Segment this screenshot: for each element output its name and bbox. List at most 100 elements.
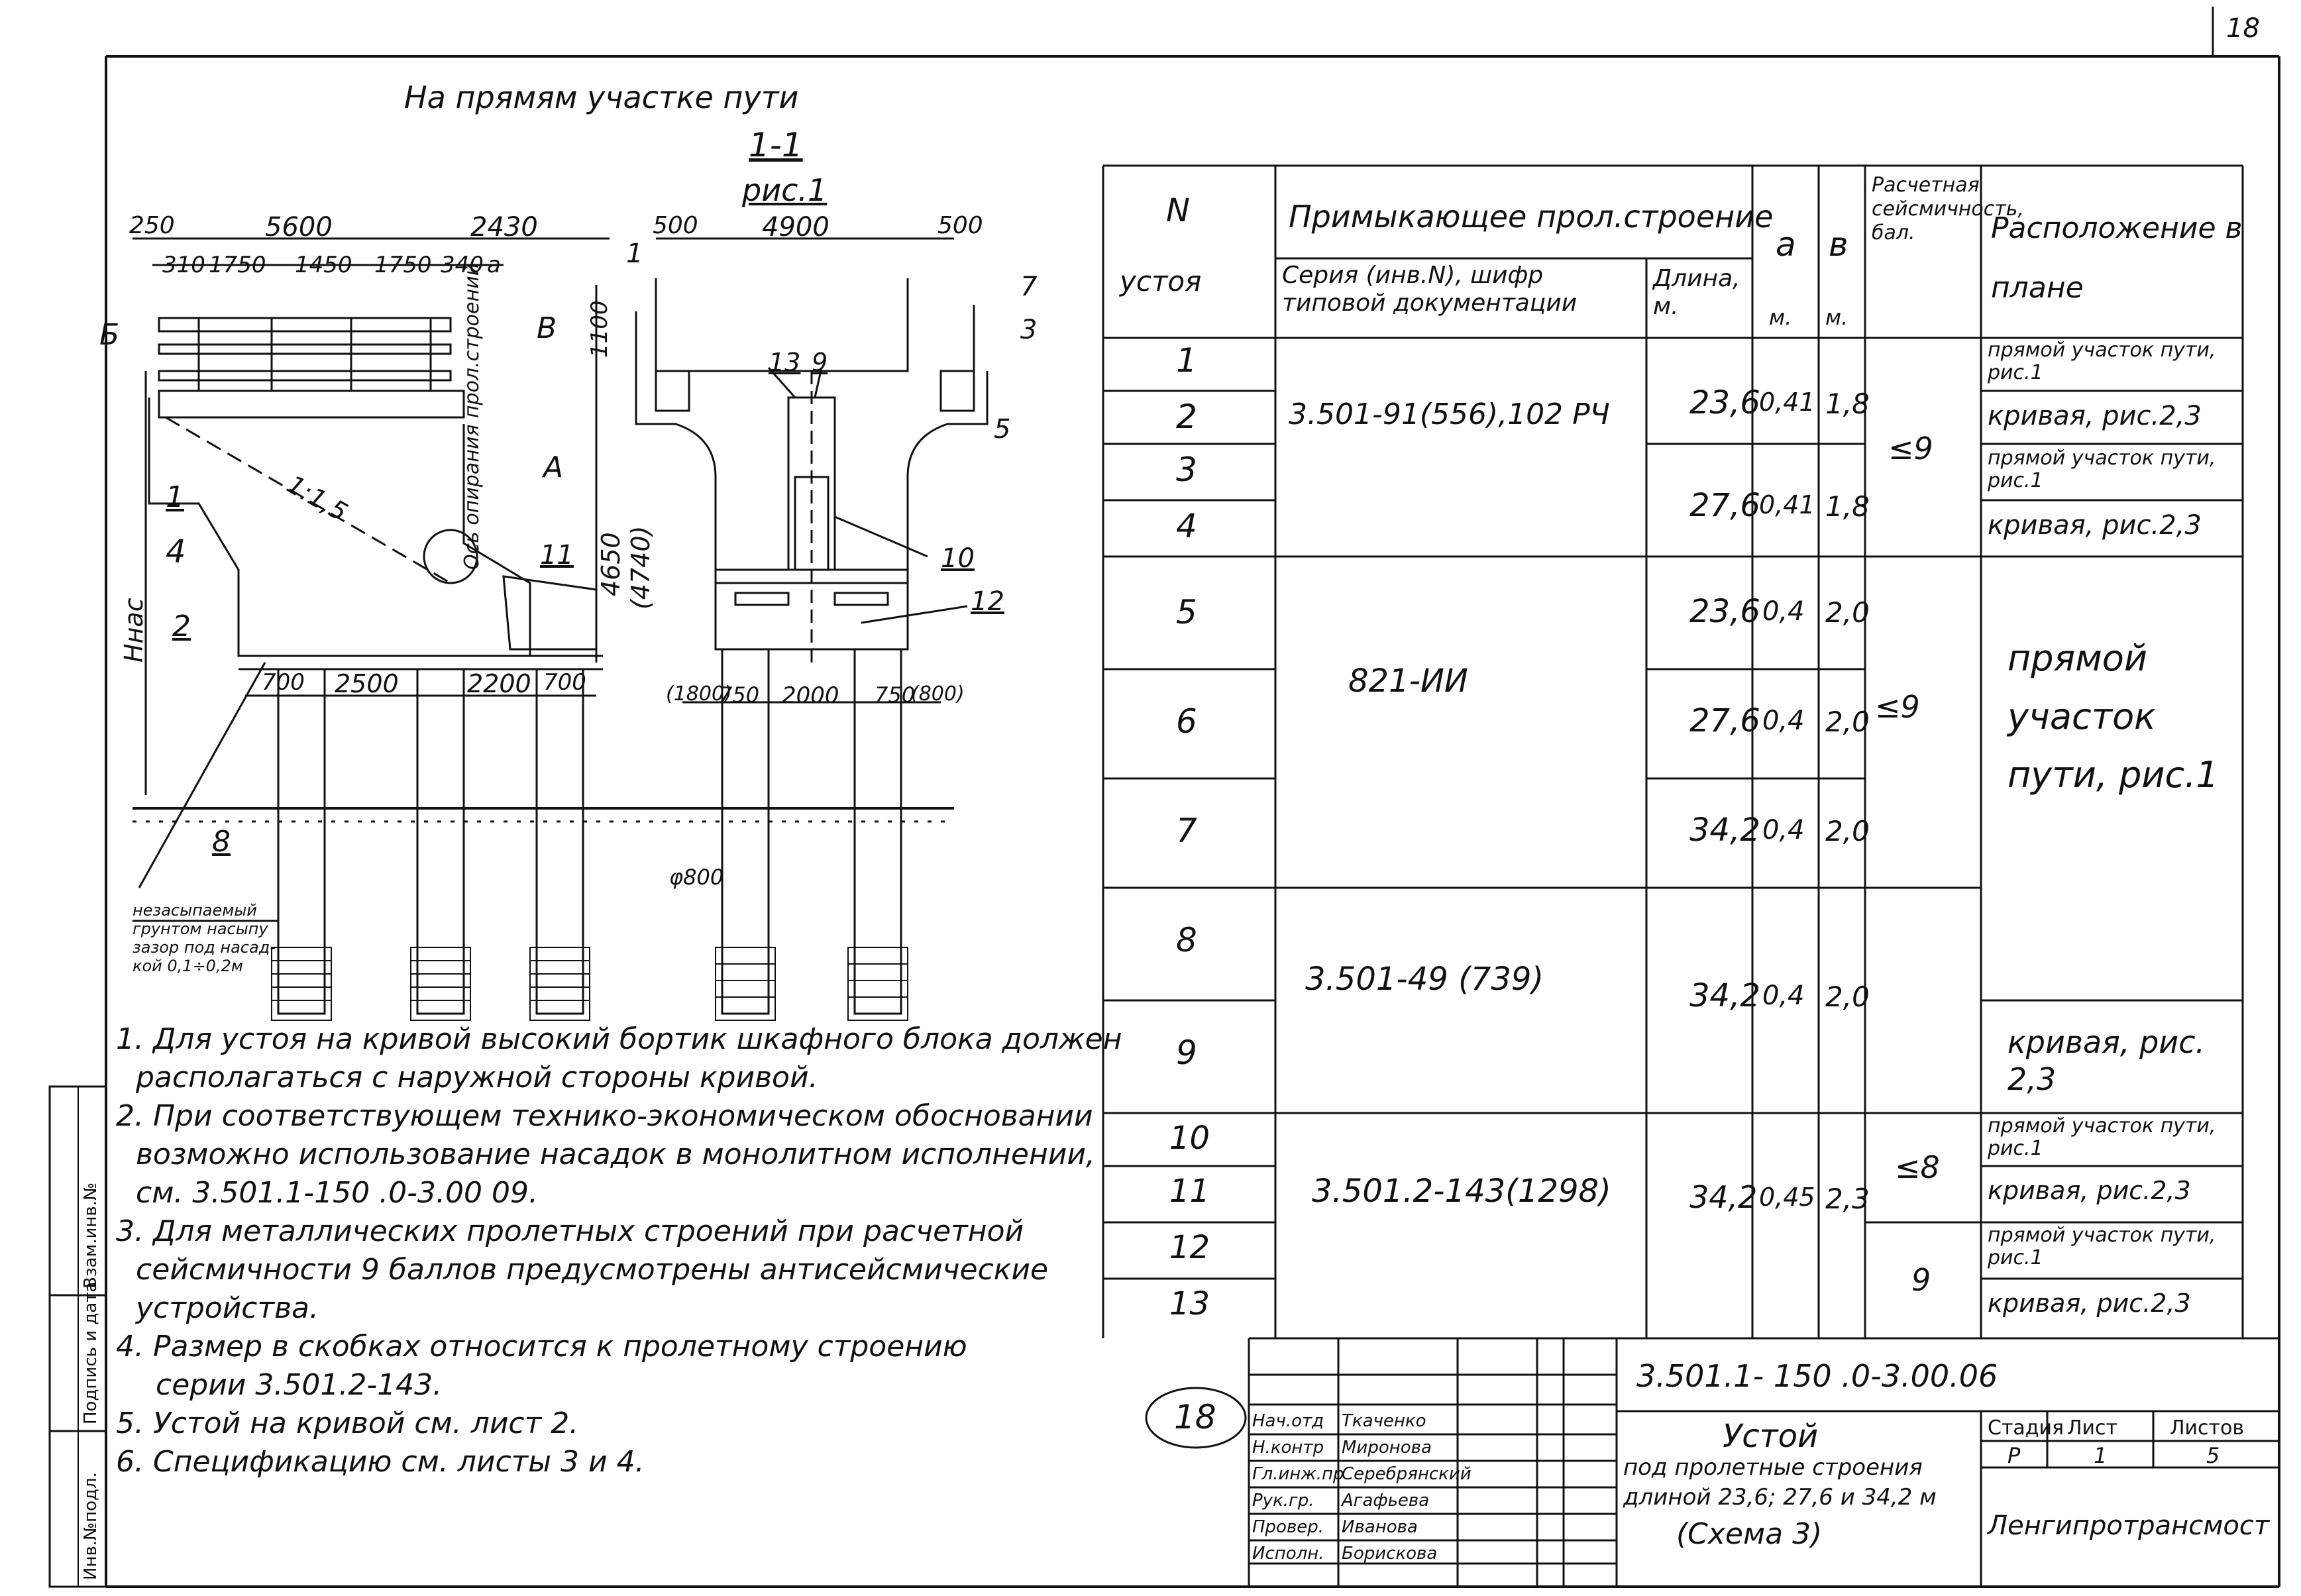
a-cell: 0,41 — [1759, 490, 1815, 519]
names-column: Ткаченко Миронова Серебрянский Агафьева … — [1342, 1411, 1472, 1564]
roles-column: Нач.отд Н.контр Гл.инж.пр Рук.гр. Провер… — [1252, 1411, 1344, 1564]
row-number: 13 — [1169, 1285, 1210, 1322]
note-line: 2. При соответствующем технико-экономиче… — [116, 1099, 1093, 1133]
pile-diameter: φ800 — [669, 865, 724, 890]
longitudinal-section — [133, 237, 954, 1021]
dim-label: 700 — [543, 669, 586, 696]
section-label: 1-1 — [749, 126, 803, 164]
b-cell: 2,3 — [1825, 1183, 1870, 1215]
dim-label: 310 — [162, 252, 205, 278]
note-line: устройства. — [136, 1291, 319, 1325]
location-cell: кривая, рис. 2,3 — [2007, 1024, 2206, 1097]
soil-note: незасыпаемый грунтом насыпу зазор под на… — [133, 901, 276, 975]
dim-label: 4900 — [762, 212, 829, 242]
dim-label: (800) — [911, 682, 965, 706]
dim-label: 5600 — [265, 212, 333, 242]
b-cell: 1,8 — [1825, 388, 1870, 420]
seismic-cell: ≤9 — [1888, 431, 1933, 466]
row-number: 4 — [1176, 507, 1197, 545]
row-number: 2 — [1176, 398, 1197, 436]
length-cell: 34,2 — [1689, 812, 1760, 849]
note-line: сейсмичности 9 баллов предусмотрены анти… — [136, 1253, 1049, 1287]
dim-label: 2500 — [335, 669, 399, 698]
row-number: 12 — [1169, 1229, 1210, 1266]
dim-label: 340 — [441, 252, 484, 278]
side-strip-label: Инв.№подл. — [81, 1472, 101, 1580]
header-b-unit: м. — [1825, 305, 1848, 330]
note-line: 5. Устой на кривой см. лист 2. — [116, 1407, 579, 1440]
a-cell: 0,4 — [1762, 706, 1805, 736]
notes-block: 1. Для устоя на кривой высокий бортик шк… — [116, 1020, 1136, 1481]
location-cell: прямой участок пути, рис.1 — [1988, 339, 2216, 384]
dim-label: Ннас — [119, 598, 148, 663]
row-number: 10 — [1169, 1120, 1210, 1157]
drawing-heading: На прямям участке пути — [404, 80, 799, 115]
row-number: 6 — [1176, 702, 1197, 741]
b-cell: 2,0 — [1825, 706, 1870, 738]
dim-label: 750 — [719, 682, 760, 708]
header-a-unit: м. — [1769, 305, 1792, 330]
dim-label: 1100 — [586, 300, 613, 358]
seismic-cell: ≤9 — [1875, 689, 1920, 725]
series-cell: 3.501-91(556),102 РЧ — [1289, 398, 1610, 431]
location-cell: кривая, рис.2,3 — [1988, 401, 2202, 431]
location-cell: кривая, рис.2,3 — [1988, 510, 2202, 541]
cross-section — [635, 237, 989, 1021]
dim-label: 1750 — [374, 252, 432, 278]
callout: 4 — [166, 533, 186, 570]
header-b: в — [1829, 225, 1848, 264]
header-span: Примыкающее прол.строение — [1289, 199, 1774, 235]
callout: 13 — [769, 348, 801, 377]
dim-label: a — [487, 252, 501, 278]
series-cell: 3.501.2-143(1298) — [1312, 1173, 1611, 1210]
length-cell: 27,6 — [1689, 702, 1760, 739]
row-number: 3 — [1176, 451, 1197, 489]
stage-label: Стадия — [1988, 1416, 2064, 1440]
dim-label: 750 — [875, 682, 916, 708]
callout: 11 — [540, 540, 574, 570]
sheet-value: 1 — [2094, 1443, 2108, 1468]
callout: 12 — [971, 586, 1004, 617]
header-n-sub: устоя — [1120, 265, 1202, 297]
header-n: N — [1166, 192, 1190, 229]
callout: 9 — [812, 348, 828, 377]
callout: А — [543, 451, 564, 484]
callout: 10 — [941, 543, 975, 574]
note-line: см. 3.501.1-150 .0-3.00 09. — [136, 1176, 538, 1210]
stamp-number: 18 — [1174, 1398, 1216, 1436]
note-line: 6. Спецификацию см. листы 3 и 4. — [116, 1445, 645, 1479]
length-cell: 23,6 — [1689, 593, 1760, 630]
figure-label: рис.1 — [742, 172, 828, 208]
sheets-value: 5 — [2206, 1443, 2220, 1468]
side-strip-label: Взам.инв.№ — [81, 1183, 101, 1289]
header-seismic: Расчетная сейсмичность, бал. — [1872, 174, 2024, 244]
header-a: a — [1776, 225, 1796, 264]
b-cell: 2,0 — [1825, 981, 1870, 1013]
doc-code: 3.501.1- 150 .0-3.00.06 — [1636, 1358, 1998, 1394]
seismic-cell: ≤8 — [1895, 1149, 1940, 1185]
note-line: серии 3.501.2-143. — [156, 1368, 443, 1402]
seismic-cell: 9 — [1911, 1262, 1931, 1298]
dim-label: 500 — [653, 212, 698, 239]
dim-label: 2200 — [467, 669, 531, 698]
stage-value: Р — [2007, 1443, 2021, 1468]
length-cell: 27,6 — [1689, 487, 1760, 524]
note-line: располагаться с наружной стороны кривой. — [136, 1061, 818, 1094]
dim-label: 250 — [129, 212, 175, 239]
dim-label: 700 — [262, 669, 305, 696]
sheets-label: Листов — [2170, 1416, 2245, 1440]
row-number: 8 — [1176, 921, 1197, 959]
length-cell: 23,6 — [1689, 384, 1760, 421]
note-line: 4. Размер в скобках относится к пролетно… — [116, 1330, 967, 1363]
bearing-axis-label: Ось опирания прол.строений — [460, 262, 484, 570]
row-number: 1 — [1176, 341, 1197, 380]
dim-label: 1750 — [209, 252, 266, 278]
location-cell: прямой участок пути, рис.1 — [1988, 1224, 2216, 1269]
callout: 1 — [166, 480, 184, 514]
table-grid — [1102, 164, 2244, 1338]
callout: Б — [99, 318, 120, 352]
org-name: Ленгипротрансмост — [1988, 1511, 2270, 1541]
dim-label: 2000 — [782, 682, 839, 709]
dim-label: 4650 — [596, 532, 625, 596]
